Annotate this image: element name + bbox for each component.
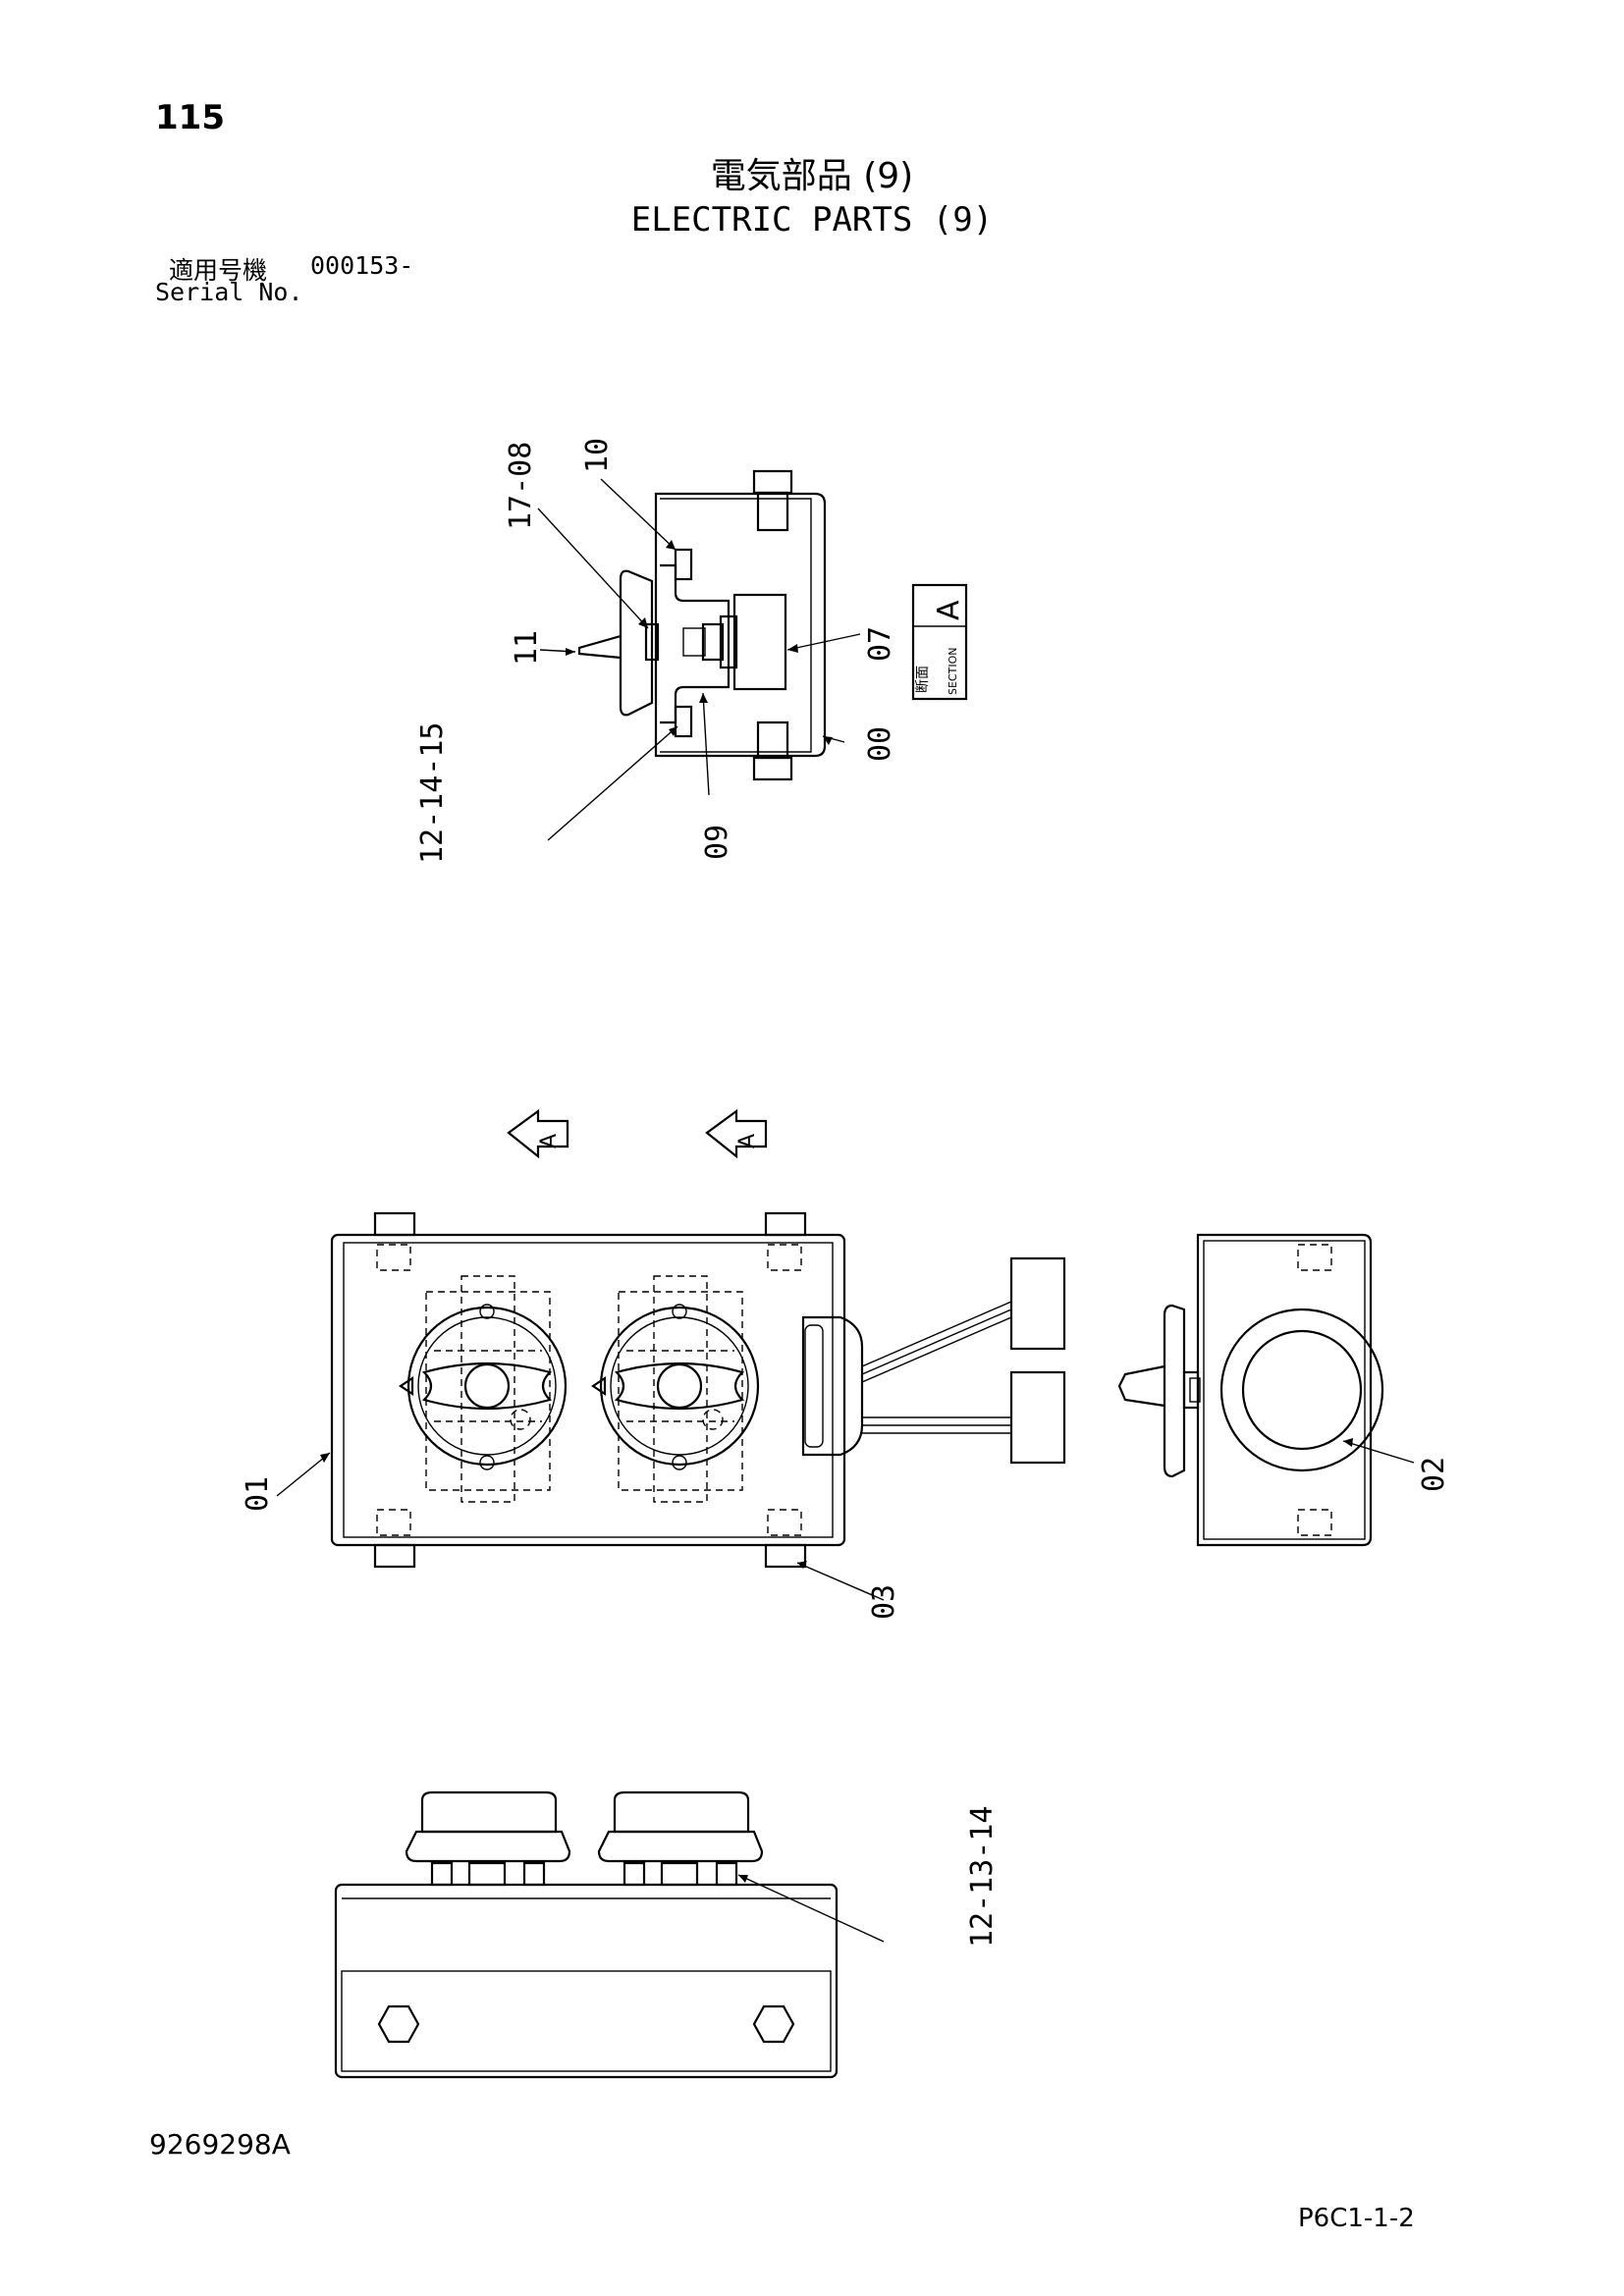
view-arrow-left-letter: A [537,1134,562,1148]
serial-label-english: Serial No. [155,278,303,306]
view-arrow-right: A [705,1108,768,1159]
view-arrow-right-letter: A [735,1134,760,1148]
view-arrow-left: A [507,1108,569,1159]
section-kanji: 断面 [915,666,931,693]
title-japanese: 電気部品 (9) [710,156,914,196]
page-number: 115 [155,98,225,137]
page-code: P6C1-1-2 [1298,2204,1415,2233]
serial-value: 000153- [310,251,414,280]
callout-11: 11 [510,630,544,666]
callout-00: 00 [863,726,897,762]
serial-label-japanese: 適用号機 [169,256,268,285]
callout-03: 03 [867,1584,901,1620]
side-view: 02 [1117,1233,1451,1547]
front-view: 01 03 [241,1211,1066,1620]
callout-12-13-14: 12-13-14 [965,1806,1000,1949]
section-letter: A [932,600,966,620]
section-view: 10 17-08 11 07 00 09 12-14-15 断面 SECTION… [415,438,968,865]
callout-10: 10 [580,438,615,473]
callout-01: 01 [241,1476,275,1512]
section-label-box: 断面 SECTION A [911,583,968,701]
bottom-view: 12-13-14 [334,1790,1000,2079]
callout-12-14-15: 12-14-15 [415,722,450,865]
title-english: ELECTRIC PARTS (9) [630,200,994,240]
callout-09: 09 [700,825,734,860]
callout-07: 07 [863,626,897,662]
section-word: SECTION [947,648,959,695]
callout-17-08: 17-08 [504,442,538,530]
drawing-number: 9269298A [149,2128,291,2161]
callout-02: 02 [1417,1457,1451,1492]
